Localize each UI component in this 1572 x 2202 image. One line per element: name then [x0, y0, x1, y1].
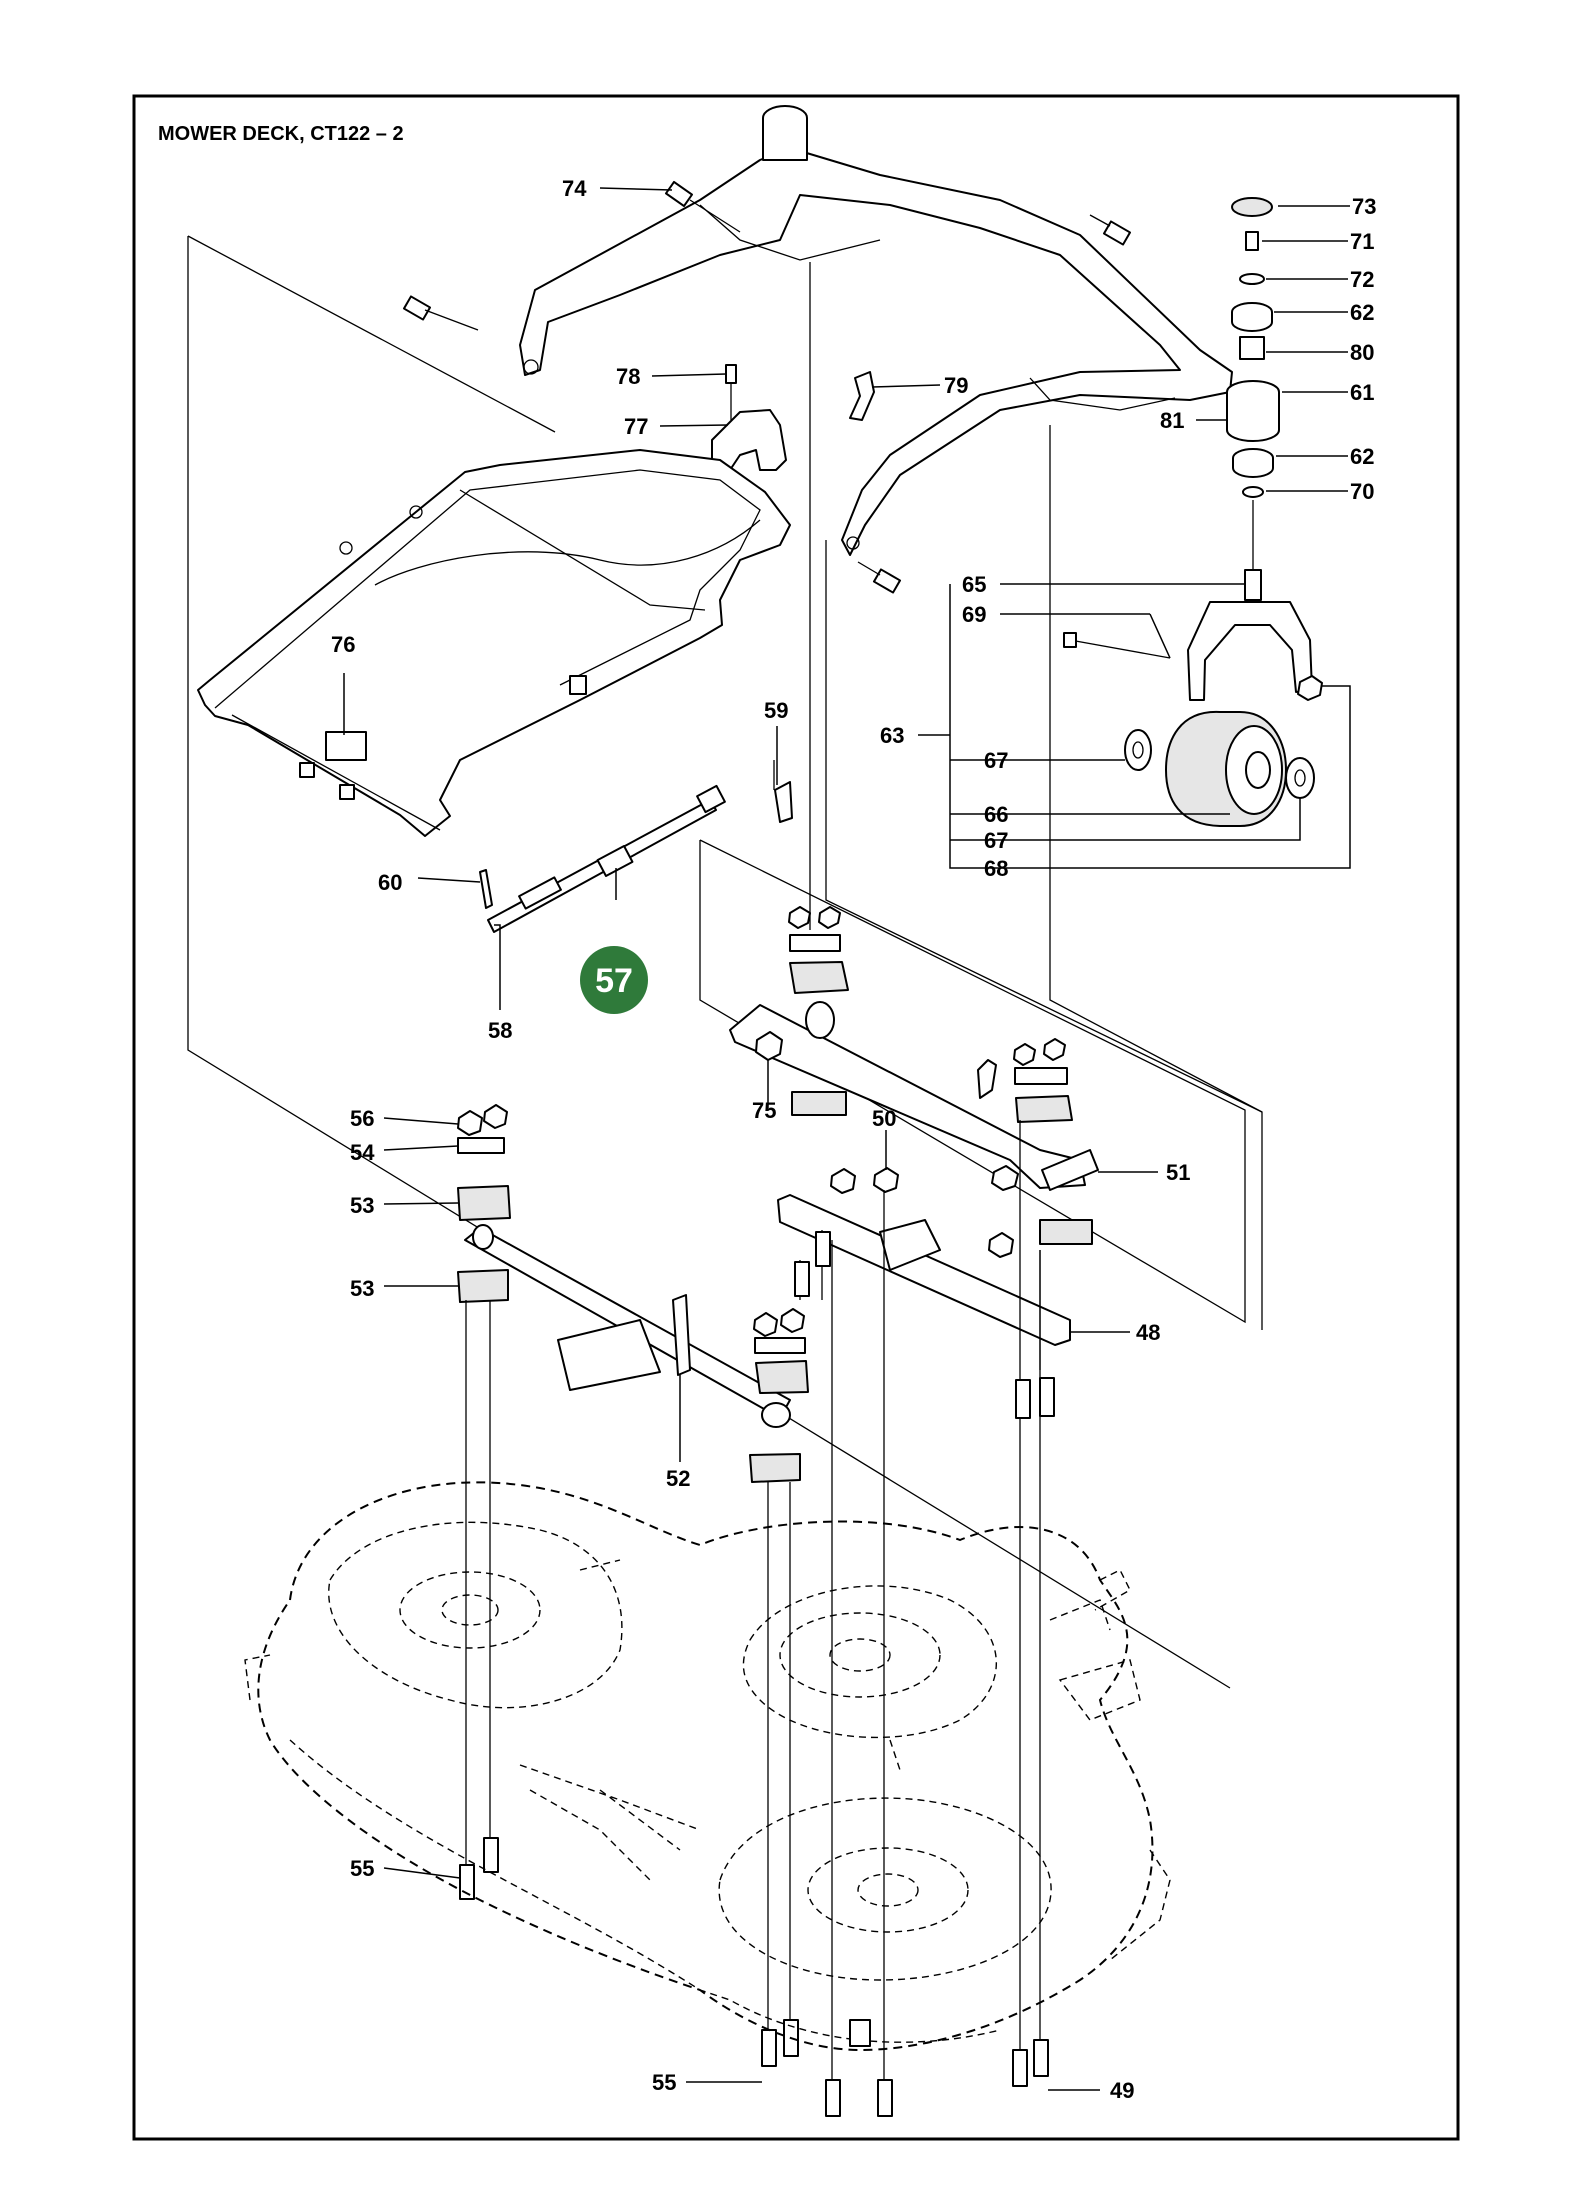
callout-72: 72	[1350, 267, 1374, 292]
callout-50: 50	[872, 1106, 896, 1131]
callout-74: 74	[562, 176, 587, 201]
hanger-bracket-48	[777, 1167, 1071, 1346]
long-bolts	[459, 1120, 1055, 2117]
badge-label: 57	[595, 962, 633, 1000]
caster-spindle-stack	[1226, 197, 1280, 570]
cap-73	[1231, 197, 1273, 217]
callout-60: 60	[378, 870, 402, 895]
callout-labels: 74 73 71 72 62 80 61 81 62 70 78 77 79 6…	[331, 176, 1376, 2103]
callout-56: 56	[350, 1106, 374, 1131]
washer-72	[1239, 273, 1265, 285]
caster-fork-65	[1187, 601, 1313, 701]
callout-51: 51	[1166, 1160, 1190, 1185]
callout-78: 78	[616, 364, 640, 389]
callout-55-left: 55	[350, 1856, 374, 1881]
callout-58: 58	[488, 1018, 512, 1043]
callout-49: 49	[1110, 2078, 1134, 2103]
highlight-badge-57[interactable]: 57	[580, 946, 648, 1014]
callout-66: 66	[984, 802, 1008, 827]
bolt-78	[725, 364, 737, 384]
caster-wheel-assembly	[1063, 569, 1323, 827]
leader-lines	[343, 187, 1351, 2091]
clamp-53a	[457, 1185, 511, 1221]
callout-76: 76	[331, 632, 355, 657]
callout-77: 77	[624, 414, 648, 439]
spacer-80	[1239, 336, 1265, 360]
spacer-67b	[1285, 757, 1315, 799]
mower-deck-shell	[244, 1481, 1171, 2052]
callout-53-lower: 53	[350, 1276, 374, 1301]
clip-79	[849, 371, 875, 421]
lift-frame-76	[197, 449, 791, 837]
callout-55-bottom: 55	[652, 2070, 676, 2095]
spacer-67a	[1124, 729, 1152, 771]
plate-54	[457, 1137, 505, 1154]
callout-63: 63	[880, 723, 904, 748]
callout-81: 81	[1160, 408, 1184, 433]
callout-67-lower: 67	[984, 828, 1008, 853]
callout-48: 48	[1136, 1320, 1160, 1345]
clamp-53b	[457, 1269, 509, 1303]
callout-73: 73	[1352, 194, 1376, 219]
nut-56	[457, 1110, 483, 1136]
callout-70: 70	[1350, 479, 1374, 504]
pin-59	[774, 781, 793, 823]
height-adjust-rod	[479, 760, 793, 933]
nut-69	[1297, 675, 1323, 701]
callout-75: 75	[752, 1098, 776, 1123]
axle-bolt-69	[1069, 639, 1171, 659]
washer-70	[1242, 486, 1264, 498]
front-shaft-52	[464, 1224, 791, 1428]
callout-80: 80	[1350, 340, 1374, 365]
callout-62-bottom: 62	[1350, 444, 1374, 469]
hanger-parts	[711, 364, 875, 471]
callout-52: 52	[666, 1466, 690, 1491]
frame-bolts	[402, 180, 1132, 594]
callout-53-upper: 53	[350, 1193, 374, 1218]
callout-54: 54	[350, 1140, 375, 1165]
front-right-clamps	[749, 1308, 809, 1483]
callout-71: 71	[1350, 229, 1374, 254]
callout-68: 68	[984, 856, 1008, 881]
callout-61: 61	[1350, 380, 1374, 405]
front-axle-frame	[519, 105, 1233, 556]
callout-79: 79	[944, 373, 968, 398]
bolt-71	[1245, 231, 1259, 251]
front-left-clamps	[457, 1104, 511, 1303]
nut-50	[873, 1167, 899, 1193]
diagram-title: MOWER DECK, CT122 – 2	[158, 123, 404, 145]
rear-clamps	[788, 906, 1093, 1245]
callout-62-top: 62	[1350, 300, 1374, 325]
nut-75	[755, 1031, 783, 1061]
badge-circle	[580, 946, 648, 1014]
callout-69: 69	[962, 602, 986, 627]
diagram-frame	[132, 94, 1460, 2141]
group-outlines	[187, 235, 1263, 1689]
callout-67-upper: 67	[984, 748, 1008, 773]
callout-65: 65	[962, 572, 986, 597]
pin-60	[479, 869, 493, 909]
callout-59: 59	[764, 698, 788, 723]
rear-hanger-shaft	[729, 1001, 1099, 1191]
